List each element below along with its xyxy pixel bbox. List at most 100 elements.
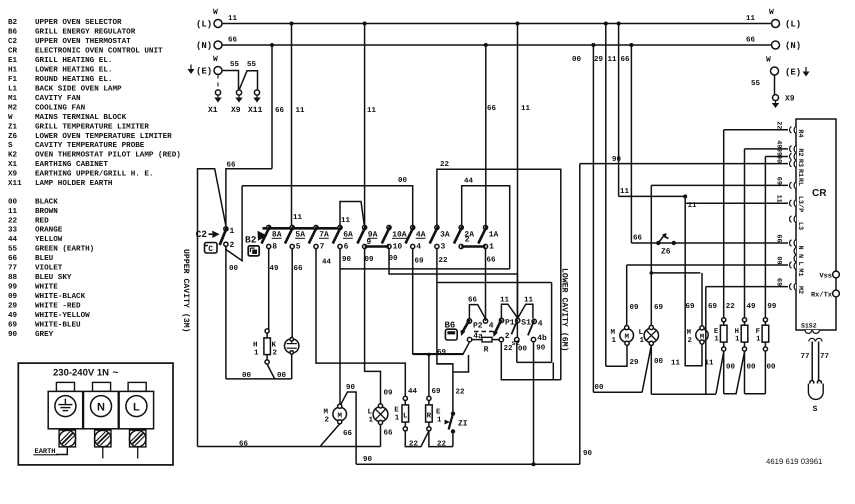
svg-text:s2: s2 [512,340,520,348]
svg-text:66: 66 [294,264,304,273]
svg-text:W: W [8,114,13,122]
svg-text:1: 1 [437,417,442,425]
svg-text:22: 22 [8,216,18,225]
svg-text:66: 66 [487,104,497,113]
svg-text:LOWER OVEN TEMPERATURE LIMITE: LOWER OVEN TEMPERATURE LIMITER [35,132,172,141]
svg-text:8A: 8A [272,231,282,240]
svg-text:66: 66 [343,429,353,438]
svg-text:2: 2 [465,236,470,245]
svg-text:X9: X9 [8,170,18,179]
svg-text:(N): (N) [785,41,801,51]
svg-text:22: 22 [439,256,449,265]
svg-text:11: 11 [746,15,756,23]
svg-text:11: 11 [341,217,351,225]
svg-text:EARTHING CABINET: EARTHING CABINET [35,160,108,169]
svg-text:UPPER OVEN SELECTOR: UPPER OVEN SELECTOR [35,18,122,27]
svg-text:R: R [427,413,432,421]
svg-text:L1: L1 [8,85,18,93]
svg-text:09: 09 [8,292,18,301]
svg-text:CR: CR [812,188,827,199]
svg-text:11: 11 [620,188,630,196]
svg-text:1: 1 [254,350,259,358]
svg-text:X11: X11 [248,106,263,115]
svg-text:44: 44 [408,388,418,396]
svg-text:11: 11 [293,214,303,222]
svg-text:29: 29 [8,302,18,311]
svg-text:69: 69 [8,321,18,330]
svg-text:R: R [484,346,489,355]
svg-text:S1S2: S1S2 [801,323,817,330]
svg-text:69: 69 [654,303,664,312]
svg-text:11: 11 [296,107,306,115]
svg-text:L3: L3 [796,222,804,230]
svg-text:C: C [208,245,213,254]
svg-text:X1: X1 [8,161,18,169]
svg-text:22: 22 [504,344,514,353]
svg-text:22: 22 [775,121,783,129]
svg-text:90: 90 [775,155,783,163]
svg-text:00: 00 [8,197,18,206]
svg-text:29: 29 [594,55,604,64]
svg-text:Rx/Tx: Rx/Tx [811,291,833,300]
svg-text:EARTHING UPPER/GRILL H. E.: EARTHING UPPER/GRILL H. E. [35,170,153,179]
svg-text:77: 77 [800,353,809,361]
svg-text:X1: X1 [208,106,218,115]
svg-text:22: 22 [726,302,736,311]
svg-text:55: 55 [751,80,761,88]
svg-text:B6: B6 [8,27,18,36]
svg-text:L: L [367,409,372,417]
svg-text:49: 49 [775,140,783,148]
svg-text:55: 55 [8,246,18,254]
svg-text:P1: P1 [505,319,515,328]
svg-text:4: 4 [489,322,494,331]
svg-text:22: 22 [440,160,450,169]
svg-text:WHITE-YELLOW: WHITE-YELLOW [35,311,90,320]
svg-text:66: 66 [775,234,783,242]
svg-text:R2: R2 [796,148,804,156]
svg-text:11: 11 [521,105,531,113]
svg-text:CR: CR [8,46,18,55]
svg-text:230-240V 1N: 230-240V 1N [53,368,109,379]
svg-text:M2: M2 [796,286,804,294]
svg-text:L: L [403,413,408,421]
svg-text:69: 69 [775,278,783,286]
svg-text:88: 88 [8,273,18,282]
svg-text:5A: 5A [295,231,305,240]
svg-text:B6: B6 [445,321,456,331]
svg-text:90: 90 [583,449,593,458]
svg-text:B2: B2 [245,235,257,246]
svg-text:10A: 10A [392,231,407,240]
svg-text:00: 00 [595,383,605,392]
svg-text:00: 00 [277,371,287,380]
svg-text:GREY: GREY [35,330,54,339]
svg-text:H: H [253,342,258,350]
svg-text:E1: E1 [8,57,18,65]
svg-text:W: W [766,56,771,65]
svg-text:F: F [756,328,760,336]
svg-text:00: 00 [398,176,408,185]
svg-text:09: 09 [365,255,375,264]
svg-text:Z6: Z6 [661,248,671,257]
svg-text:B2: B2 [8,18,18,27]
svg-text:11: 11 [688,202,698,210]
svg-text:66: 66 [487,256,497,265]
svg-text:7A: 7A [319,231,329,240]
svg-text:44: 44 [8,236,18,244]
svg-text:00: 00 [572,55,582,64]
svg-text:99: 99 [767,302,777,311]
svg-text:77: 77 [820,353,829,361]
svg-text:K: K [271,342,276,350]
svg-text:M1: M1 [8,95,18,103]
svg-text:66: 66 [239,440,249,449]
svg-text:Z6: Z6 [8,132,18,141]
svg-text:RL: RL [796,178,804,186]
svg-text:GRILL ENERGY REGULATOR: GRILL ENERGY REGULATOR [35,27,136,36]
svg-text:M: M [337,412,342,420]
svg-text:69: 69 [437,348,447,357]
svg-text:66: 66 [227,161,237,170]
svg-text:11: 11 [607,56,617,64]
svg-text:OVEN THERMOSTAT PILOT LAMP (RE: OVEN THERMOSTAT PILOT LAMP (RED) [35,151,181,160]
svg-text:22: 22 [456,388,466,397]
svg-text:S1: S1 [521,319,531,328]
svg-text:22: 22 [437,440,447,449]
